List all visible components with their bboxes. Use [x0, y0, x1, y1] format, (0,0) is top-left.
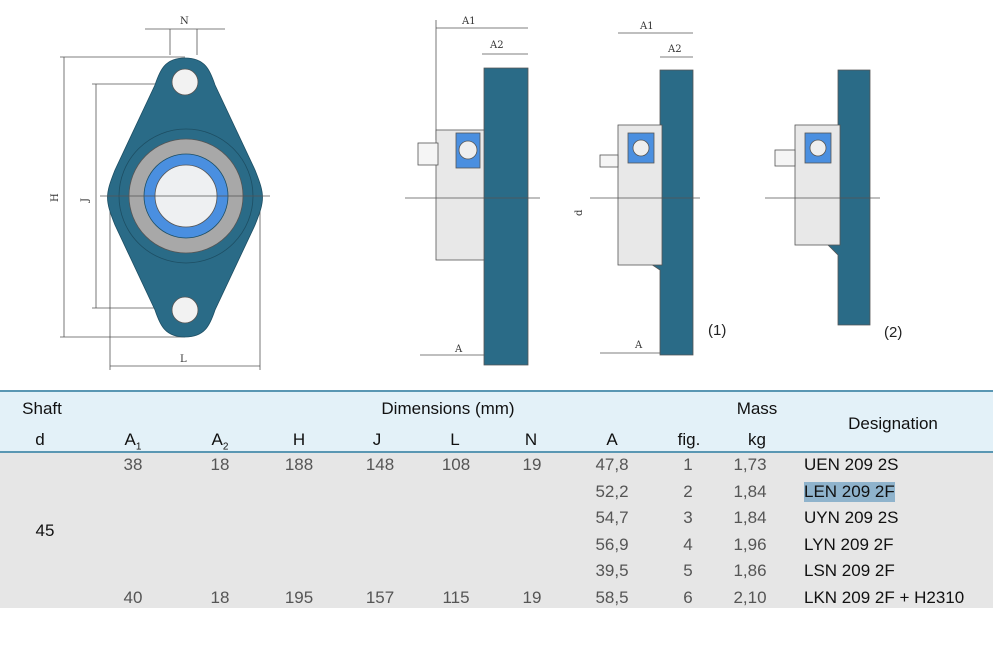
dimensions-table: Shaft Dimensions (mm) Mass Designation d… — [0, 390, 993, 608]
cell-kg: 1,73 — [733, 455, 767, 474]
header-fig: fig. — [677, 430, 701, 449]
cell-a: 52,2 — [595, 481, 629, 501]
side-view-drawing-2 — [590, 32, 700, 356]
header-kg: kg — [748, 430, 766, 449]
cell-fig: 2 — [683, 481, 693, 501]
header-shaft: Shaft — [22, 399, 62, 418]
cell-a2: 18 — [210, 455, 230, 474]
cell-h: 188 — [284, 455, 314, 474]
cell-a1: 40 — [123, 587, 143, 607]
dim-label-A1: A1 — [461, 16, 476, 27]
dim-label-A2: A2 — [489, 40, 504, 51]
dim-label-d: d — [574, 209, 585, 216]
dim-label-H: H — [50, 193, 61, 202]
header-a: A — [606, 430, 618, 449]
cell-fig: 4 — [683, 534, 693, 554]
cell-kg: 1,84 — [733, 508, 767, 527]
cell-fig: 3 — [683, 508, 693, 527]
dim-label-A: A — [454, 344, 463, 355]
cell-designation: LSN 209 2F — [804, 561, 895, 580]
header-j: J — [372, 430, 382, 449]
header-a2: A2 — [212, 430, 229, 452]
bearing-drawings: N H J L A1 A2 A A1 A2 A d — [50, 16, 880, 370]
cell-kg: 1,86 — [733, 561, 767, 580]
cell-kg: 1,84 — [733, 481, 767, 501]
header-a2-text: A — [211, 430, 223, 449]
figure-label-1: (1) — [708, 322, 727, 339]
dim-label-L: L — [180, 354, 187, 365]
cell-designation: UEN 209 2S — [804, 455, 899, 474]
header-d: d — [35, 430, 45, 449]
cell-kg: 2,10 — [733, 587, 767, 607]
cell-designation: LEN 209 2F — [804, 481, 895, 502]
cell-designation: LYN 209 2F — [804, 534, 894, 554]
dim-label-J: J — [80, 198, 91, 203]
cell-a: 54,7 — [595, 508, 629, 527]
header-a1-text: A — [124, 430, 136, 449]
dim-label-A1-2: A1 — [639, 21, 654, 32]
cell-l: 115 — [442, 587, 470, 607]
header-a1: A1 — [125, 430, 142, 452]
header-n: N — [524, 430, 538, 449]
header-a2-sub: 2 — [222, 441, 229, 453]
cell-j: 148 — [365, 455, 395, 474]
cell-n: 19 — [522, 587, 542, 607]
cell-designation: UYN 209 2S — [804, 508, 899, 527]
header-l: L — [450, 430, 460, 449]
figure-label-2: (2) — [884, 324, 903, 341]
dim-label-A2-2: A2 — [667, 44, 682, 55]
cell-a: 47,8 — [595, 455, 629, 474]
cell-j: 157 — [365, 587, 395, 607]
cell-l: 108 — [441, 455, 471, 474]
cell-a: 56,9 — [595, 534, 629, 554]
dim-label-A-2: A — [634, 340, 643, 351]
dim-label-N: N — [180, 16, 189, 27]
cell-a: 58,5 — [595, 587, 629, 607]
cell-kg: 1,96 — [733, 534, 767, 554]
side-view-drawing-1 — [405, 20, 540, 366]
cell-fig: 6 — [683, 587, 693, 607]
header-dimensions: Dimensions (mm) — [381, 399, 515, 418]
cell-a2: 18 — [210, 587, 230, 607]
header-designation: Designation — [848, 414, 938, 433]
cell-h: 195 — [284, 587, 314, 607]
header-a1-sub: 1 — [135, 441, 142, 453]
header-h: H — [292, 430, 306, 449]
shaft-diameter: 45 — [35, 521, 55, 540]
cell-fig: 1 — [683, 455, 693, 474]
cell-a: 39,5 — [595, 561, 629, 580]
header-mass: Mass — [736, 399, 778, 418]
cell-a1: 38 — [123, 455, 143, 474]
cell-designation: LKN 209 2F + H2310 — [804, 587, 965, 607]
cell-fig: 5 — [683, 561, 693, 580]
side-view-drawing-3 — [765, 69, 880, 326]
front-view-drawing — [60, 28, 270, 370]
table-header: Shaft Dimensions (mm) Mass Designation d… — [0, 390, 993, 453]
cell-n: 19 — [522, 455, 542, 474]
